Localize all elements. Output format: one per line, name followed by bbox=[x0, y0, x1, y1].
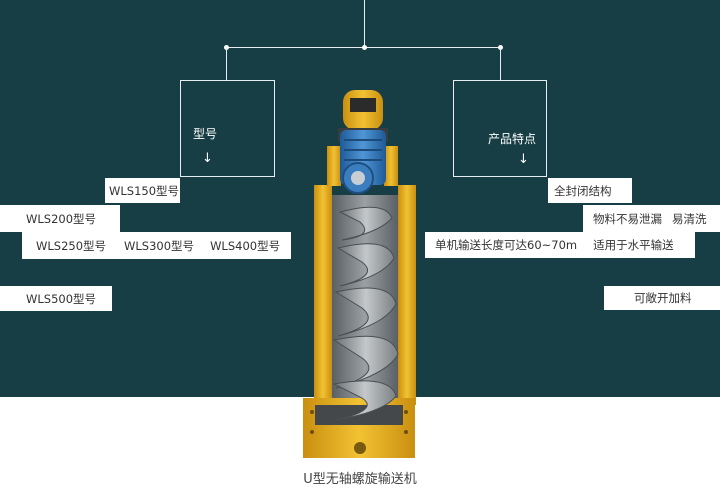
feature-label-horizontal: 适用于水平输送 bbox=[593, 238, 674, 252]
feature-label-open-feed: 可敞开加料 bbox=[634, 291, 692, 305]
feature-tag-open-feed: 可敞开加料 bbox=[604, 286, 720, 310]
feature-label-easy-clean: 易清洗 bbox=[672, 211, 707, 226]
feature-label-length: 单机输送长度可达60~70m bbox=[435, 238, 578, 252]
features-down-arrow-icon: ↓ bbox=[518, 152, 529, 167]
model-tag-row-250-400: WLS250型号 WLS300型号 WLS400型号 bbox=[22, 232, 291, 259]
feature-tag-row-length-horizontal: 单机输送长度可达60~70m 适用于水平输送 bbox=[425, 232, 695, 258]
model-down-arrow-icon: ↓ bbox=[202, 151, 213, 166]
junction-dot-center bbox=[362, 45, 367, 50]
model-frame bbox=[180, 80, 275, 177]
spiral-blades bbox=[332, 206, 399, 421]
model-tag-wls150: WLS150型号 bbox=[105, 178, 180, 203]
model-label-wls500: WLS500型号 bbox=[26, 291, 97, 306]
right-drop-line bbox=[500, 47, 501, 80]
model-label-wls300: WLS300型号 bbox=[124, 238, 195, 253]
model-label-wls250: WLS250型号 bbox=[36, 238, 107, 253]
model-title: 型号 bbox=[193, 127, 218, 141]
feature-tag-sealed: 全封闭结构 bbox=[548, 178, 632, 203]
motor bbox=[327, 130, 398, 194]
feature-label-sealed: 全封闭结构 bbox=[554, 183, 612, 198]
model-label-wls400: WLS400型号 bbox=[210, 238, 281, 253]
product-caption: U型无轴螺旋输送机 bbox=[303, 472, 417, 487]
features-title: 产品特点 bbox=[488, 132, 537, 146]
model-label-wls200: WLS200型号 bbox=[26, 211, 97, 226]
model-tag-wls200: WLS200型号 bbox=[0, 205, 120, 232]
conveyor-trough bbox=[303, 185, 416, 458]
model-label-wls150: WLS150型号 bbox=[109, 183, 180, 198]
left-drop-line bbox=[226, 47, 227, 80]
features-frame bbox=[453, 80, 547, 177]
feature-label-no-leak: 物料不易泄漏 bbox=[593, 211, 662, 226]
feature-tag-no-leak-clean: 物料不易泄漏 易清洗 bbox=[583, 205, 720, 232]
top-connector-line bbox=[364, 0, 365, 47]
model-tag-wls500: WLS500型号 bbox=[0, 286, 112, 311]
